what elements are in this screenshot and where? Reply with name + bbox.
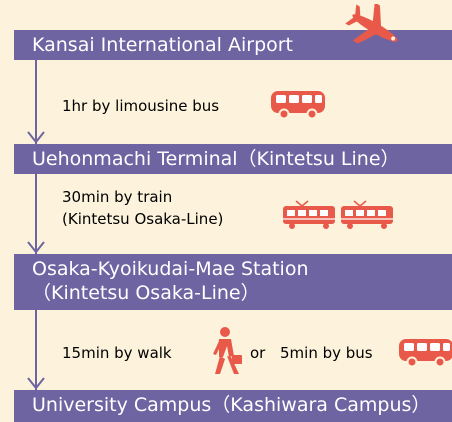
stop-osaka-kyoikudai-mae: Osaka-Kyoikudai-Mae Station （Kintetsu Os…	[14, 254, 452, 310]
step-walk: 15min by walk	[62, 344, 172, 362]
train-icon	[283, 200, 393, 229]
step-train-line: (Kintetsu Osaka-Line)	[62, 210, 224, 228]
bus-icon	[271, 91, 325, 120]
step-bus: 5min by bus	[280, 344, 373, 362]
arrow-down-icon	[27, 310, 45, 390]
stop-university-campus: University Campus（Kashiwara Campus）	[14, 390, 452, 422]
stop-label: Osaka-Kyoikudai-Mae Station	[32, 258, 309, 280]
bus-icon	[399, 339, 452, 368]
connector-2	[27, 174, 45, 254]
stop-label-line-2: （Kintetsu Osaka-Line）	[32, 282, 260, 304]
step-limousine-bus: 1hr by limousine bus	[62, 97, 220, 115]
arrow-down-icon	[27, 60, 45, 144]
stop-uehonmachi-terminal: Uehonmachi Terminal（Kintetsu Line）	[14, 144, 452, 174]
walking-person-icon	[213, 327, 242, 374]
stop-label: Kansai International Airport	[32, 34, 294, 56]
stop-label: Uehonmachi Terminal（Kintetsu Line）	[32, 148, 400, 170]
stop-label: University Campus（Kashiwara Campus）	[32, 394, 431, 416]
airplane-icon	[345, 4, 398, 44]
arrow-down-icon	[27, 174, 45, 254]
connector-1	[27, 60, 45, 144]
or-separator: or	[250, 344, 266, 362]
connector-3	[27, 310, 45, 390]
step-train: 30min by train	[62, 188, 173, 206]
